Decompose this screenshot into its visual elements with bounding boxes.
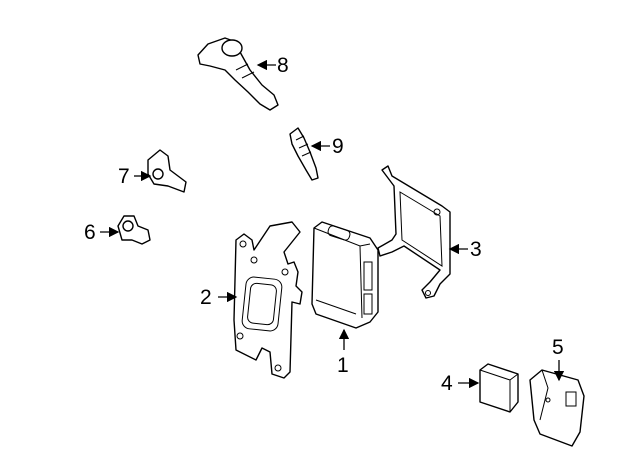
- module-bracket-part[interactable]: [529, 369, 585, 447]
- callout-3: 3: [448, 238, 482, 261]
- svg-text:5: 5: [552, 336, 564, 359]
- callout-5: 5: [552, 336, 565, 382]
- svg-text:9: 9: [332, 135, 344, 158]
- svg-text:7: 7: [118, 165, 130, 188]
- callout-7: 7: [118, 165, 152, 188]
- svg-text:1: 1: [337, 354, 349, 377]
- svg-text:4: 4: [441, 372, 453, 395]
- ignition-coil-part[interactable]: [197, 37, 279, 111]
- small-module-part[interactable]: [479, 363, 519, 413]
- callout-8: 8: [256, 54, 289, 77]
- svg-text:3: 3: [470, 238, 482, 261]
- svg-text:2: 2: [200, 286, 212, 309]
- callout-1: 1: [337, 328, 350, 377]
- callout-9: 9: [310, 135, 344, 158]
- svg-text:6: 6: [84, 221, 96, 244]
- mounting-bracket-part[interactable]: [233, 221, 303, 379]
- svg-text:8: 8: [277, 54, 289, 77]
- callout-6: 6: [84, 221, 120, 244]
- callout-2: 2: [200, 286, 238, 309]
- control-module-part[interactable]: [311, 221, 379, 329]
- spark-plug-part[interactable]: [289, 127, 319, 181]
- callout-4: 4: [441, 372, 480, 395]
- sensor-part[interactable]: [117, 215, 151, 245]
- position-sensor-part[interactable]: [147, 149, 187, 193]
- rear-bracket-part[interactable]: [377, 165, 451, 299]
